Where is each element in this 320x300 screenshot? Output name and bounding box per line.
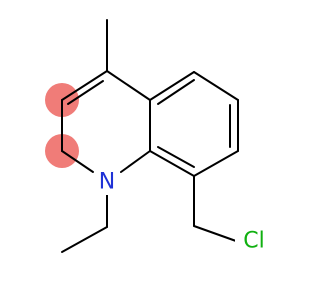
bond-c4a-c5 [149,71,195,101]
bond-c2-n1 [61,150,94,173]
bond-c8-c8a-double [157,146,195,168]
bond-c4-c3 [61,70,108,101]
nitrogen-label-background [95,169,119,195]
bond-c5-c6 [193,71,239,101]
bond-ch2-cl [193,225,237,242]
molecule-canvas: N Cl [45,19,271,256]
bond-c4-c3-double [67,80,104,105]
nitrogen-atom-label: N [99,170,115,195]
bond-c4-c4a [106,70,151,101]
bond-c7-c8 [193,150,239,177]
chlorine-atom-label: Cl [243,229,264,254]
bond-c8-c8a [149,150,195,177]
bond-c4a-c5-double [157,79,195,105]
bond-c8a-n1 [120,150,151,173]
molecule-structure: N Cl [45,19,271,256]
bond-ethyl-ch3 [61,226,108,253]
chlorine-label-background [235,227,271,256]
